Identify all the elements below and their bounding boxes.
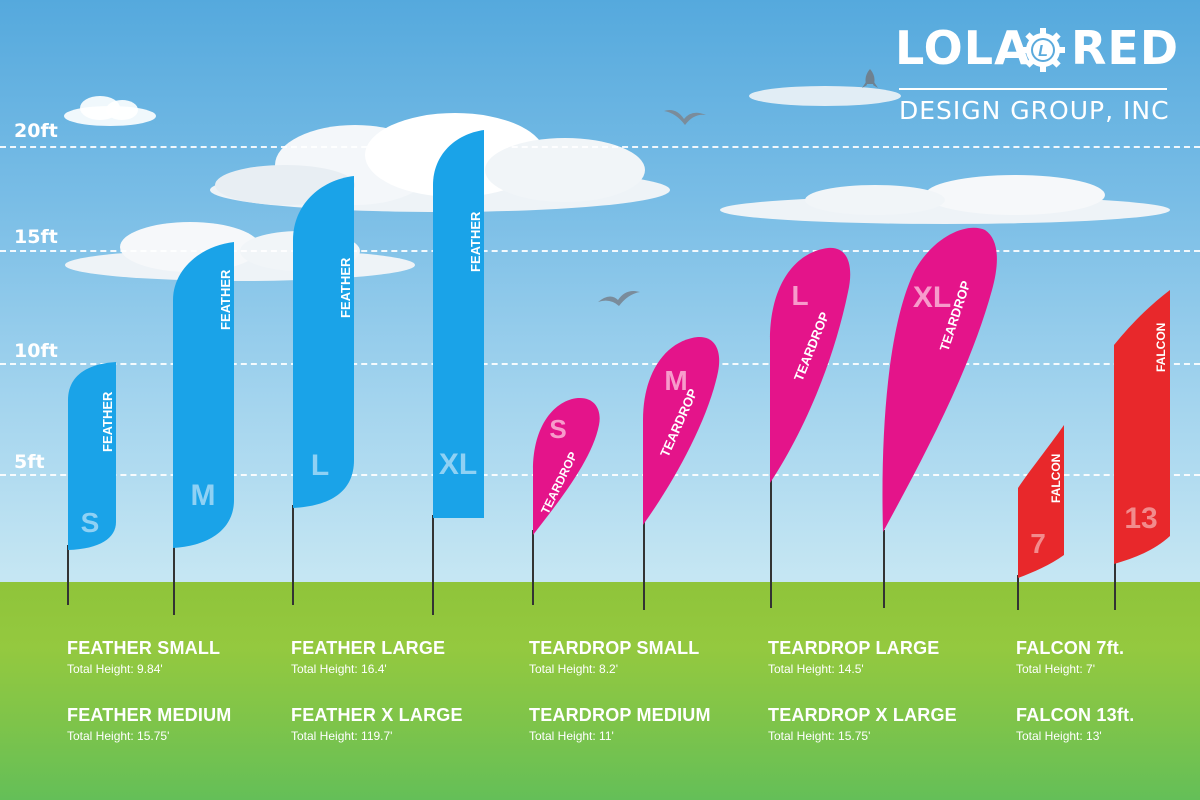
height-label-15ft: 15ft	[14, 226, 58, 248]
flag-size-text: 13	[1124, 502, 1157, 535]
flag-name-label: TEARDROP SMALL	[529, 638, 700, 658]
flag-size-text: S	[81, 507, 100, 538]
flag-banner	[882, 227, 997, 532]
flag-feather-large: FEATHER L	[293, 176, 354, 508]
flag-teardrop-large: TEARDROP L	[770, 247, 851, 483]
flag-height-label: Total Height: 13'	[1016, 729, 1102, 743]
height-gridline-5ft	[0, 474, 1200, 476]
flag-name-label: TEARDROP MEDIUM	[529, 705, 711, 725]
flag-height-label: Total Height: 15.75'	[67, 729, 170, 743]
flag-pole	[532, 530, 534, 605]
flag-size-text: L	[791, 280, 808, 311]
flag-feather-small: FEATHER S	[68, 362, 116, 550]
rocket-icon	[862, 69, 878, 88]
gear-emblem-icon: L	[1021, 28, 1065, 72]
height-label-10ft: 10ft	[14, 340, 58, 362]
flag-name-label: FEATHER LARGE	[291, 638, 446, 658]
flag-size-text: XL	[913, 281, 951, 314]
flag-name-label: FALCON 13ft.	[1016, 705, 1135, 725]
flag-pole	[643, 520, 645, 610]
flag-name-label: FEATHER MEDIUM	[67, 705, 232, 725]
flag-banner	[293, 176, 354, 508]
flag-height-label: Total Height: 15.75'	[768, 729, 871, 743]
logo-divider	[899, 88, 1167, 90]
bird-icon	[664, 110, 706, 125]
cloud	[749, 86, 901, 106]
bird-icon	[598, 291, 640, 306]
grass-ground	[0, 582, 1200, 800]
flag-type-text: FEATHER	[338, 257, 353, 318]
flag-height-label: Total Height: 9.84'	[67, 662, 163, 676]
flag-height-label: Total Height: 7'	[1016, 662, 1096, 676]
flag-type-text: FEATHER	[100, 391, 115, 452]
flag-size-text: 7	[1030, 528, 1046, 559]
flag-size-text: XL	[439, 448, 477, 481]
flag-height-label: Total Height: 11'	[529, 729, 614, 743]
flag-size-text: L	[311, 449, 329, 482]
flag-height-label: Total Height: 16.4'	[291, 662, 387, 676]
flag-banner	[68, 362, 116, 550]
flag-height-label: Total Height: 8.2'	[529, 662, 619, 676]
flag-pole	[67, 545, 69, 605]
flag-size-text: S	[549, 414, 566, 444]
flag-type-text: FEATHER	[218, 269, 233, 330]
flag-falcon-7ft: FALCON 7	[1018, 425, 1064, 578]
flag-pole	[292, 505, 294, 605]
flag-pole	[1017, 575, 1019, 610]
height-gridline-20ft	[0, 146, 1200, 148]
flag-type-text: FEATHER	[468, 211, 483, 272]
flag-falcon-13ft: FALCON 13	[1114, 290, 1170, 564]
flag-teardrop-medium: TEARDROP M	[643, 336, 720, 525]
cloud	[64, 96, 156, 126]
flag-banner	[433, 130, 484, 518]
flag-name-label: FALCON 7ft.	[1016, 638, 1125, 658]
company-logo: LOLA L RED DESIGN GROUP, INC	[895, 20, 1178, 125]
height-gridline-15ft	[0, 250, 1200, 252]
flag-name-label: FEATHER X LARGE	[291, 705, 463, 725]
flag-banner	[643, 336, 720, 525]
flag-banner	[173, 242, 234, 548]
flag-banner	[533, 397, 600, 535]
flag-name-label: FEATHER SMALL	[67, 638, 221, 658]
height-label-5ft: 5ft	[14, 451, 45, 473]
flag-banner	[1114, 290, 1170, 564]
flag-banner	[770, 247, 851, 483]
flag-type-text: FALCON	[1049, 454, 1063, 503]
flag-feather-medium: FEATHER M	[173, 242, 234, 548]
emblem-letter: L	[1038, 43, 1048, 60]
logo-word-left: LOLA	[895, 21, 1031, 75]
height-gridline-10ft	[0, 363, 1200, 365]
cloud	[720, 175, 1170, 224]
logo-subtitle: DESIGN GROUP, INC	[899, 96, 1170, 125]
flag-name-label: TEARDROP X LARGE	[768, 705, 957, 725]
flag-type-text: FALCON	[1154, 323, 1168, 372]
height-label-20ft: 20ft	[14, 120, 58, 142]
flag-size-text: M	[664, 365, 687, 396]
flag-pole	[770, 480, 772, 608]
flag-banner	[1018, 425, 1064, 578]
flag-pole	[1114, 560, 1116, 610]
flag-name-label: TEARDROP LARGE	[768, 638, 940, 658]
flag-pole	[432, 515, 434, 615]
flag-teardrop-xlarge: TEARDROP XL	[882, 227, 997, 532]
logo-word-right: RED	[1071, 21, 1180, 75]
flag-feather-xlarge: FEATHER XL	[433, 130, 484, 518]
flag-size-text: M	[191, 479, 216, 512]
flag-height-label: Total Height: 14.5'	[768, 662, 864, 676]
flag-pole	[883, 530, 885, 608]
flag-teardrop-small: TEARDROP S	[533, 397, 600, 535]
flag-height-label: Total Height: 119.7'	[291, 729, 393, 743]
flag-pole	[173, 545, 175, 615]
